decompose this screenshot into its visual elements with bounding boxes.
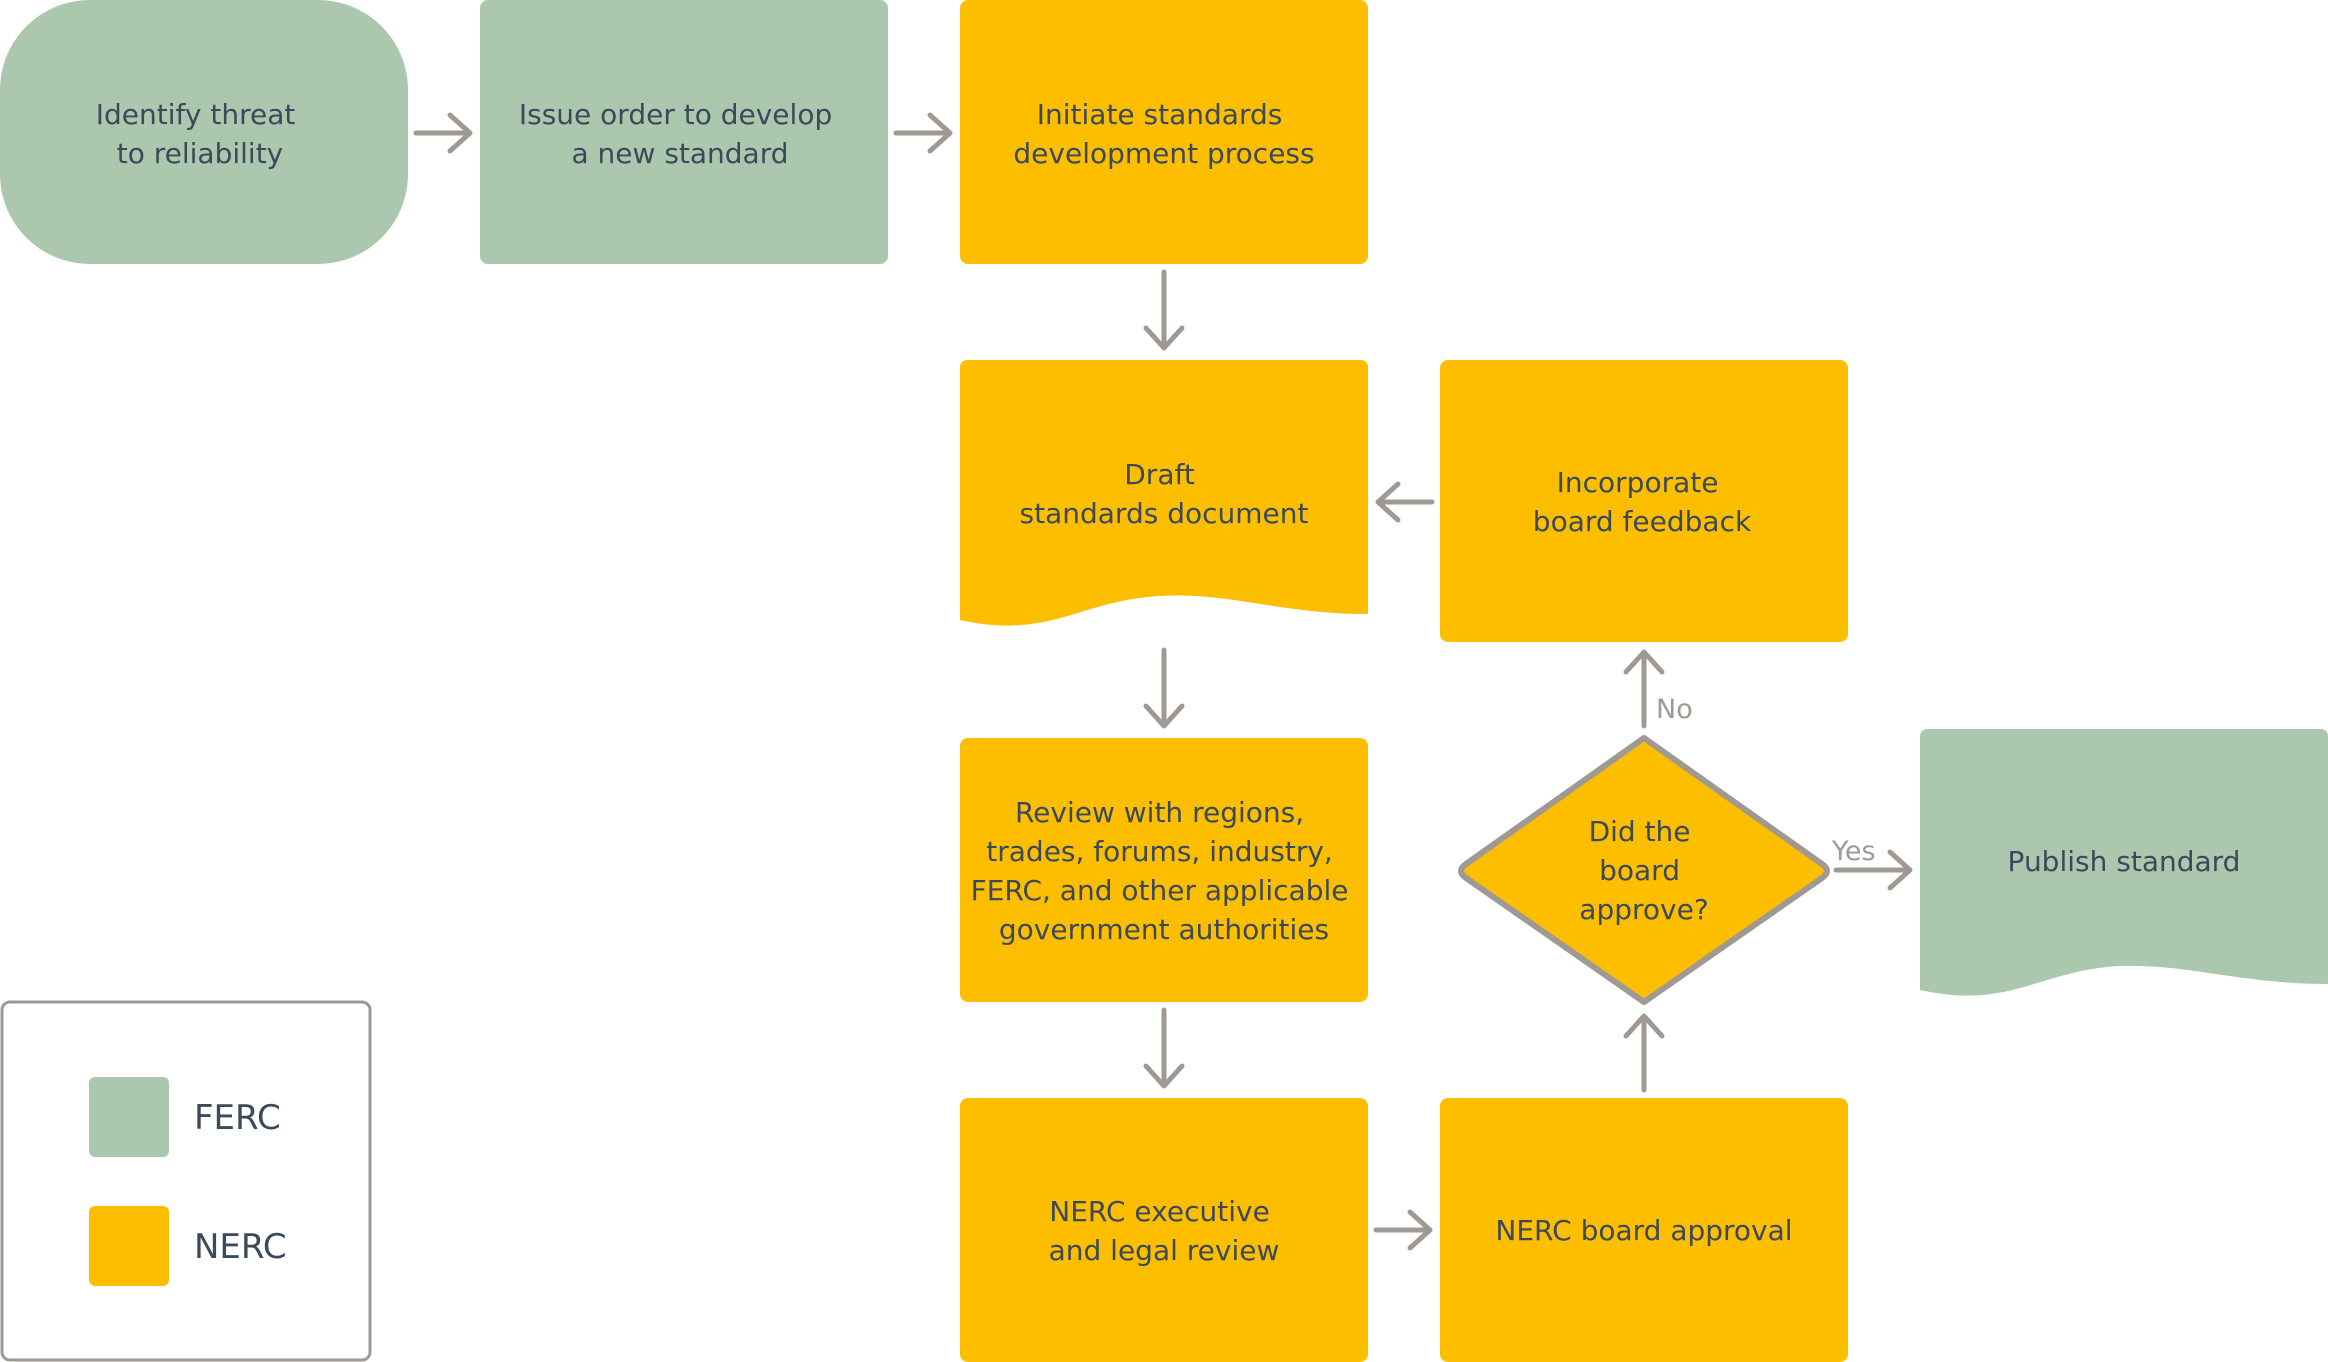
svg-text:Review with regions, tra: Review with regions, trades, forums, ind…	[971, 796, 1358, 946]
arrow-decision-yes	[1833, 849, 1913, 891]
legend-label-nerc: NERC	[194, 1227, 287, 1267]
svg-text:Did the board appr: Did the board approve?	[1579, 815, 1708, 926]
svg-text:Initiate standards devel: Initiate standards development process	[1013, 98, 1314, 170]
node-review: Review with regions, trades, forums, ind…	[960, 738, 1368, 1002]
legend-label-ferc: FERC	[194, 1098, 281, 1138]
legend: FERC NERC	[0, 1000, 372, 1362]
node-identify-threat: Identify threat to reliability	[0, 0, 408, 264]
arrow-draft-to-review	[1143, 647, 1185, 729]
svg-text:NERC board approval: NERC board approval	[1495, 1214, 1792, 1247]
svg-text:Identify threat to relia: Identify threat to reliability	[96, 98, 305, 170]
node-incorporate-feedback: Incorporate board feedback	[1440, 360, 1848, 642]
node-draft-document: Draft standards document	[960, 360, 1368, 626]
arrow-initiate-to-draft	[1143, 269, 1185, 351]
node-board-approval: NERC board approval	[1440, 1098, 1848, 1362]
svg-text:Issue order to develop a: Issue order to develop a new standard	[519, 98, 841, 170]
arrow-board-to-decision	[1623, 1013, 1665, 1093]
arrow-review-to-executive	[1143, 1007, 1185, 1089]
node-publish: Publish standard	[1920, 729, 2328, 996]
node-initiate-process: Initiate standards development process	[960, 0, 1368, 264]
arrow-feedback-to-draft	[1375, 481, 1435, 523]
edge-label-no: No	[1656, 694, 1693, 725]
arrow-executive-to-board	[1373, 1209, 1433, 1251]
legend-swatch-ferc	[89, 1077, 169, 1157]
arrow-issue-to-initiate	[893, 112, 953, 154]
node-decision: Did the board approve?	[1458, 735, 1830, 1005]
svg-text:Publish standard: Publish standard	[2008, 845, 2241, 878]
arrow-decision-no	[1623, 649, 1665, 729]
node-issue-order: Issue order to develop a new standard	[480, 0, 888, 264]
legend-swatch-nerc	[89, 1206, 169, 1286]
node-executive-review: NERC executive and legal review	[960, 1098, 1368, 1362]
arrow-identify-to-issue	[413, 112, 473, 154]
edge-label-yes: Yes	[1831, 836, 1876, 867]
svg-text:Draft standards document: Draft standards document	[1020, 458, 1309, 530]
svg-text:NERC executive and legal: NERC executive and legal review	[1049, 1195, 1280, 1267]
svg-text:Incorporate board feedba: Incorporate board feedback	[1533, 466, 1752, 538]
